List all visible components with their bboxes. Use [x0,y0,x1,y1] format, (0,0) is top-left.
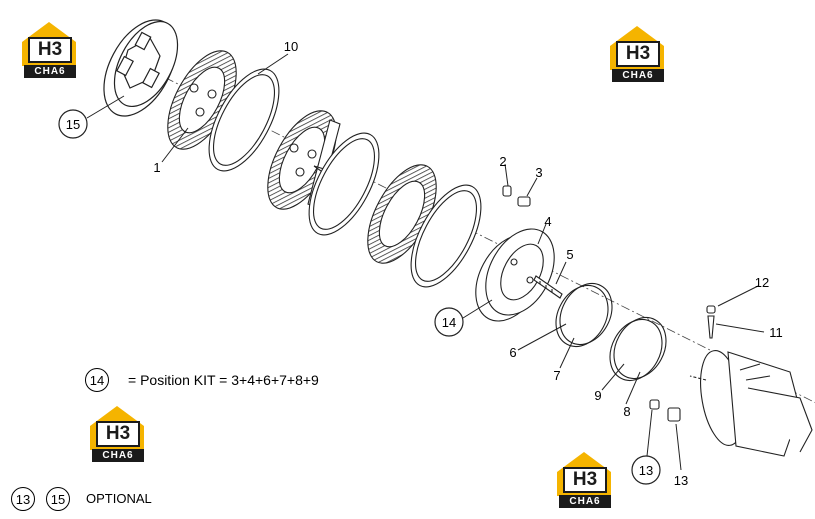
svg-text:4: 4 [544,214,551,229]
part-5-pin [533,275,563,299]
watermark-text: CHA6 [24,65,76,78]
svg-text:9: 9 [594,388,601,403]
svg-text:5: 5 [566,247,573,262]
svg-text:1: 1 [153,160,160,175]
svg-text:2: 2 [499,154,506,169]
axle-housing [689,350,813,457]
part-8-9-seal-ring [609,317,667,381]
watermark-text: CHA6 [559,495,611,508]
callout-13a: 13 [631,455,661,485]
friction-disc-3 [367,164,437,264]
optional-legend-number-a: 13 [11,487,35,511]
watermark-text: CHA6 [92,449,144,462]
watermark-mark: H3 [28,37,72,63]
part-2-screw [502,185,512,197]
callout-15: 15 [58,109,88,139]
svg-text:13: 13 [639,463,653,478]
watermark-logo: H3 CHA6 [86,404,148,464]
part-15-cover [103,19,179,117]
steel-plate-3 [410,184,482,288]
watermark-mark: H3 [616,41,660,67]
svg-text:3: 3 [535,165,542,180]
callout-labels: 1 2 3 4 5 6 7 8 9 10 11 12 13 [153,39,782,488]
watermark-mark: H3 [563,467,607,493]
svg-text:6: 6 [509,345,516,360]
watermark-logo: H3 CHA6 [18,20,80,80]
svg-text:14: 14 [442,315,456,330]
part-11-bleeder [707,315,715,339]
svg-text:15: 15 [66,117,80,132]
watermark-logo: H3 CHA6 [606,24,668,84]
kit-legend-text: = Position KIT = 3+4+6+7+8+9 [128,372,319,388]
part-3-plug [517,196,531,207]
svg-text:7: 7 [553,368,560,383]
svg-text:8: 8 [623,404,630,419]
watermark-text: CHA6 [612,69,664,82]
optional-legend-text: OPTIONAL [86,491,152,506]
kit-legend-number: 14 [85,368,109,392]
optional-legend-number-b: 15 [46,487,70,511]
svg-text:10: 10 [284,39,298,54]
watermark-logo: H3 CHA6 [553,450,615,510]
svg-text:13: 13 [674,473,688,488]
steel-plate-2 [308,132,380,236]
part-13-plug-a [649,399,660,410]
svg-text:11: 11 [769,325,783,340]
callout-14: 14 [434,307,464,337]
part-13-plug-b [667,407,681,422]
part-4-piston [475,228,555,322]
part-10-steel-plate [208,68,280,172]
svg-text:12: 12 [755,275,769,290]
watermark-mark: H3 [96,421,140,447]
part-12-cap [706,305,716,314]
part-6-7-seal-ring [555,283,613,347]
leader-lines [86,53,765,471]
